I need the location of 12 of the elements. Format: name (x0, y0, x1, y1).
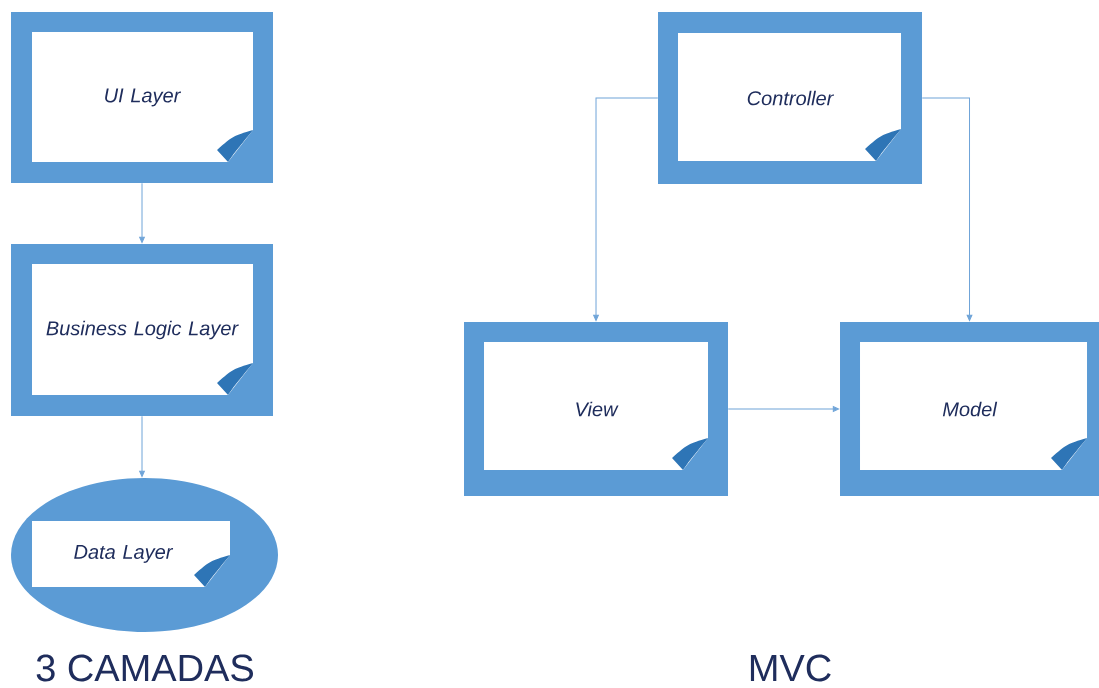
note-box: Model (840, 322, 1099, 496)
arrow (593, 97, 659, 322)
note-box: Business Logic Layer (11, 244, 273, 416)
note-box: UI Layer (11, 12, 273, 183)
arrow (921, 97, 973, 322)
ellipse-node: Data Layer (11, 478, 278, 632)
heading: MVC (750, 654, 831, 682)
arrow (139, 182, 145, 244)
note-box: View (464, 322, 728, 496)
note-box: Controller (658, 12, 922, 184)
arrow (727, 406, 840, 412)
arrow (139, 415, 145, 478)
